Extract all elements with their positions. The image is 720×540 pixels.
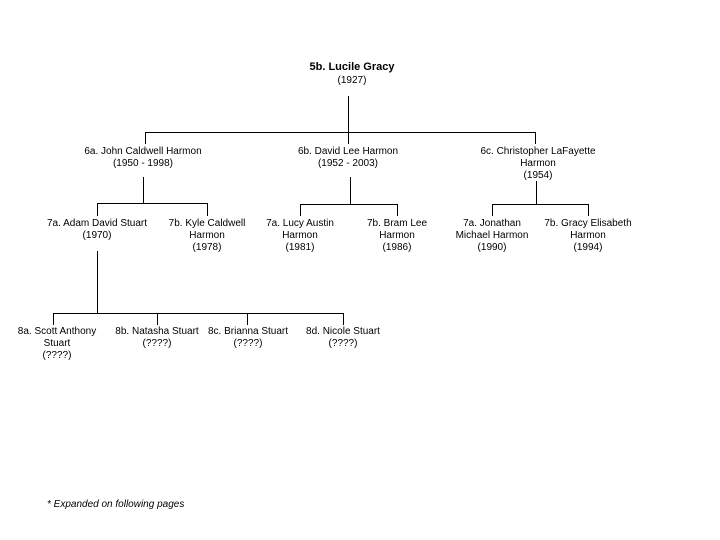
person-name-line2: Harmon [520, 158, 556, 169]
connector-root-drop [348, 96, 349, 132]
person-node-7b-gracy-elisabeth-harmon: 7b. Gracy Elisabeth Harmon (1994) [544, 218, 631, 254]
person-name: 7a. Jonathan [463, 218, 521, 229]
connector-gen4-tick-8a [53, 313, 54, 325]
connector-gen4-tick-8c [247, 313, 248, 325]
person-years: (1952 - 2003) [317, 158, 379, 169]
person-years: (1970) [82, 230, 112, 241]
connector-6c-children-bar [492, 204, 589, 205]
connector-6a-tick-7b [207, 203, 208, 216]
person-name-line2: Harmon [570, 230, 606, 241]
person-years: (1950 - 1998) [112, 158, 174, 169]
person-name: 6b. David Lee Harmon [297, 146, 399, 157]
connector-6c-tick-7a [492, 204, 493, 216]
connector-6b-tick-7b [397, 204, 398, 216]
person-node-7a-lucy-austin-harmon: 7a. Lucy Austin Harmon (1981) [266, 218, 334, 254]
person-name: 8b. Natasha Stuart [115, 326, 199, 337]
connector-gen2-tick-6c [535, 132, 536, 144]
connector-6a-drop [143, 177, 144, 203]
person-name: 6c. Christopher LaFayette [480, 146, 596, 157]
person-name-line2: Michael Harmon [455, 230, 529, 241]
connector-6a-tick-7a [97, 203, 98, 216]
person-name-line2: Harmon [282, 230, 318, 241]
person-name-line2: Stuart [43, 338, 71, 349]
person-years: (????) [233, 338, 263, 349]
person-years: (????) [142, 338, 172, 349]
connector-6c-tick-7b [588, 204, 589, 216]
person-name-line2: Harmon [189, 230, 225, 241]
connector-6b-drop [350, 177, 351, 204]
connector-6c-drop [536, 181, 537, 204]
person-years: (1954) [523, 170, 553, 181]
person-node-6b-david-lee-harmon: 6b. David Lee Harmon (1952 - 2003) [298, 146, 398, 170]
person-years: (1978) [192, 242, 222, 253]
footnote-expanded-note: * Expanded on following pages [47, 499, 185, 510]
person-name: 7a. Adam David Stuart [46, 218, 148, 229]
person-node-6a-john-caldwell-harmon: 6a. John Caldwell Harmon (1950 - 1998) [84, 146, 201, 170]
person-node-8c-brianna-stuart: 8c. Brianna Stuart (????) [208, 326, 288, 350]
person-name: 8c. Brianna Stuart [207, 326, 289, 337]
person-years: (????) [42, 350, 72, 361]
connector-gen4-tick-8b [157, 313, 158, 325]
person-years: (????) [328, 338, 358, 349]
person-years: (1990) [477, 242, 507, 253]
person-node-7a-jonathan-michael-harmon: 7a. Jonathan Michael Harmon (1990) [456, 218, 529, 254]
person-years: (1994) [573, 242, 603, 253]
person-years: (1986) [382, 242, 412, 253]
connector-gen2-tick-6b [348, 132, 349, 144]
person-name: 7b. Kyle Caldwell [168, 218, 246, 229]
person-name: 7a. Lucy Austin [266, 218, 334, 229]
person-name: 6a. John Caldwell Harmon [84, 146, 202, 157]
person-node-7a-adam-david-stuart: 7a. Adam David Stuart (1970) [47, 218, 147, 242]
connector-6b-tick-7a [300, 204, 301, 216]
person-name: 5b. Lucile Gracy [309, 61, 395, 73]
person-name: 7b. Bram Lee [366, 218, 428, 229]
person-node-8d-nicole-stuart: 8d. Nicole Stuart (????) [306, 326, 380, 350]
person-node-7b-kyle-caldwell-harmon: 7b. Kyle Caldwell Harmon (1978) [169, 218, 246, 254]
connector-6a-children-bar [97, 203, 208, 204]
connector-gen4-bar [53, 313, 344, 314]
connector-gen2-bar [145, 132, 536, 133]
person-name-line2: Harmon [379, 230, 415, 241]
person-name: 8d. Nicole Stuart [306, 326, 380, 337]
person-name: 8a. Scott Anthony [17, 326, 97, 337]
person-node-7b-bram-lee-harmon: 7b. Bram Lee Harmon (1986) [367, 218, 427, 254]
person-years: (1927) [337, 75, 367, 86]
person-node-8a-scott-anthony-stuart: 8a. Scott Anthony Stuart (????) [18, 326, 96, 362]
person-node-root-lucile-gracy: 5b. Lucile Gracy (1927) [310, 60, 395, 87]
connector-7a-adam-drop [97, 251, 98, 313]
person-node-6c-christopher-lafayette-harmon: 6c. Christopher LaFayette Harmon (1954) [480, 146, 595, 182]
connector-6b-children-bar [300, 204, 398, 205]
person-name: 7b. Gracy Elisabeth [544, 218, 632, 229]
connector-gen4-tick-8d [343, 313, 344, 325]
person-node-8b-natasha-stuart: 8b. Natasha Stuart (????) [115, 326, 198, 350]
person-years: (1981) [285, 242, 315, 253]
connector-gen2-tick-6a [145, 132, 146, 144]
